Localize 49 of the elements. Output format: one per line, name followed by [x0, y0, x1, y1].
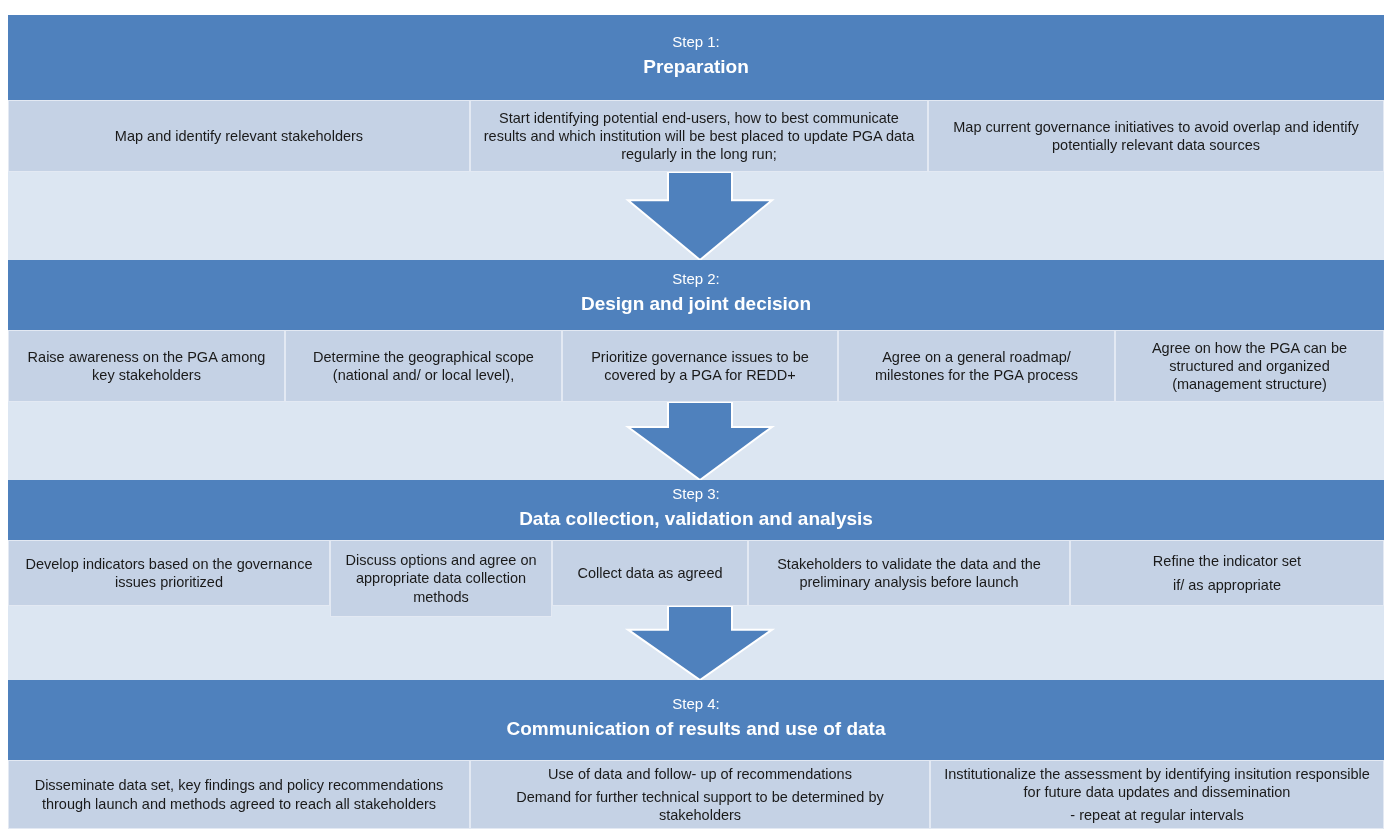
step-number: Step 4: [671, 695, 721, 712]
step-panel [8, 680, 1384, 829]
task-text: Collect data as agreed [577, 563, 723, 583]
task-text: - repeat at regular intervals [1070, 806, 1244, 825]
task-text: Develop indicators based on the governance issues prioritized [24, 554, 314, 592]
step-panel [8, 15, 1384, 172]
task-box [928, 100, 1384, 172]
task-text: Refine the indicator set [1152, 552, 1302, 571]
task-text: Agree on a general roadmap/ milestones for the PGA process [873, 347, 1080, 385]
task-box [562, 330, 838, 402]
task-text: Discuss options and agree on appropriate data collection methods [344, 551, 538, 606]
task-text: Agree on how the PGA can be structured and organized (management structure) [1150, 338, 1349, 394]
task-text: Raise awareness on the PGA among key stakeholders [26, 347, 267, 385]
step-number: Step 1: [671, 33, 721, 50]
task-box [330, 540, 552, 617]
task-box [285, 330, 562, 402]
task-box [930, 760, 1384, 829]
task-box [552, 540, 748, 606]
step-title: Data collection, validation and analysis [518, 508, 874, 530]
task-text: Institutionalize the assessment by identifying insitution responsible for future data updates and dissemination [943, 764, 1371, 802]
task-text: Start identifying potential end-users, how to best communicate results and which institution will be best placed to update PGA data regularly in the long run; [482, 108, 916, 164]
task-box [748, 540, 1070, 606]
step-panel [8, 480, 1384, 617]
step-panel [8, 260, 1384, 402]
task-box [1115, 330, 1384, 402]
task-box [1070, 540, 1384, 606]
task-box [470, 100, 928, 172]
task-box [8, 100, 470, 172]
task-box [8, 330, 285, 402]
step-title: Communication of results and use of data [505, 718, 887, 740]
task-text: if/ as appropriate [1173, 575, 1281, 594]
task-box [838, 330, 1115, 402]
block-arrow [624, 401, 776, 482]
task-text: Determine the geographical scope (national and/ or local level), [312, 347, 535, 385]
task-text: Stakeholders to validate the data and the preliminary analysis before launch [776, 554, 1042, 592]
task-text: Demand for further technical support to be determined by stakeholders [515, 787, 885, 825]
task-text: Map current governance initiatives to avoid overlap and identify potentially relevant data sources [952, 117, 1360, 155]
step-number: Step 3: [671, 485, 721, 502]
task-text: Disseminate data set, key findings and policy recommendations through launch and methods agreed to reach all stakeholders [33, 776, 445, 813]
step-title: Design and joint decision [579, 293, 813, 315]
task-text: Prioritize governance issues to be covered by a PGA for REDD+ [590, 347, 810, 385]
step-number: Step 2: [671, 270, 721, 287]
task-text: Map and identify relevant stakeholders [114, 126, 364, 146]
task-box [8, 540, 330, 606]
task-box [8, 760, 470, 829]
block-arrow [625, 171, 775, 262]
step-title: Preparation [642, 56, 750, 78]
task-box [470, 760, 930, 829]
task-text: Use of data and follow- up of recommendations [548, 764, 852, 783]
